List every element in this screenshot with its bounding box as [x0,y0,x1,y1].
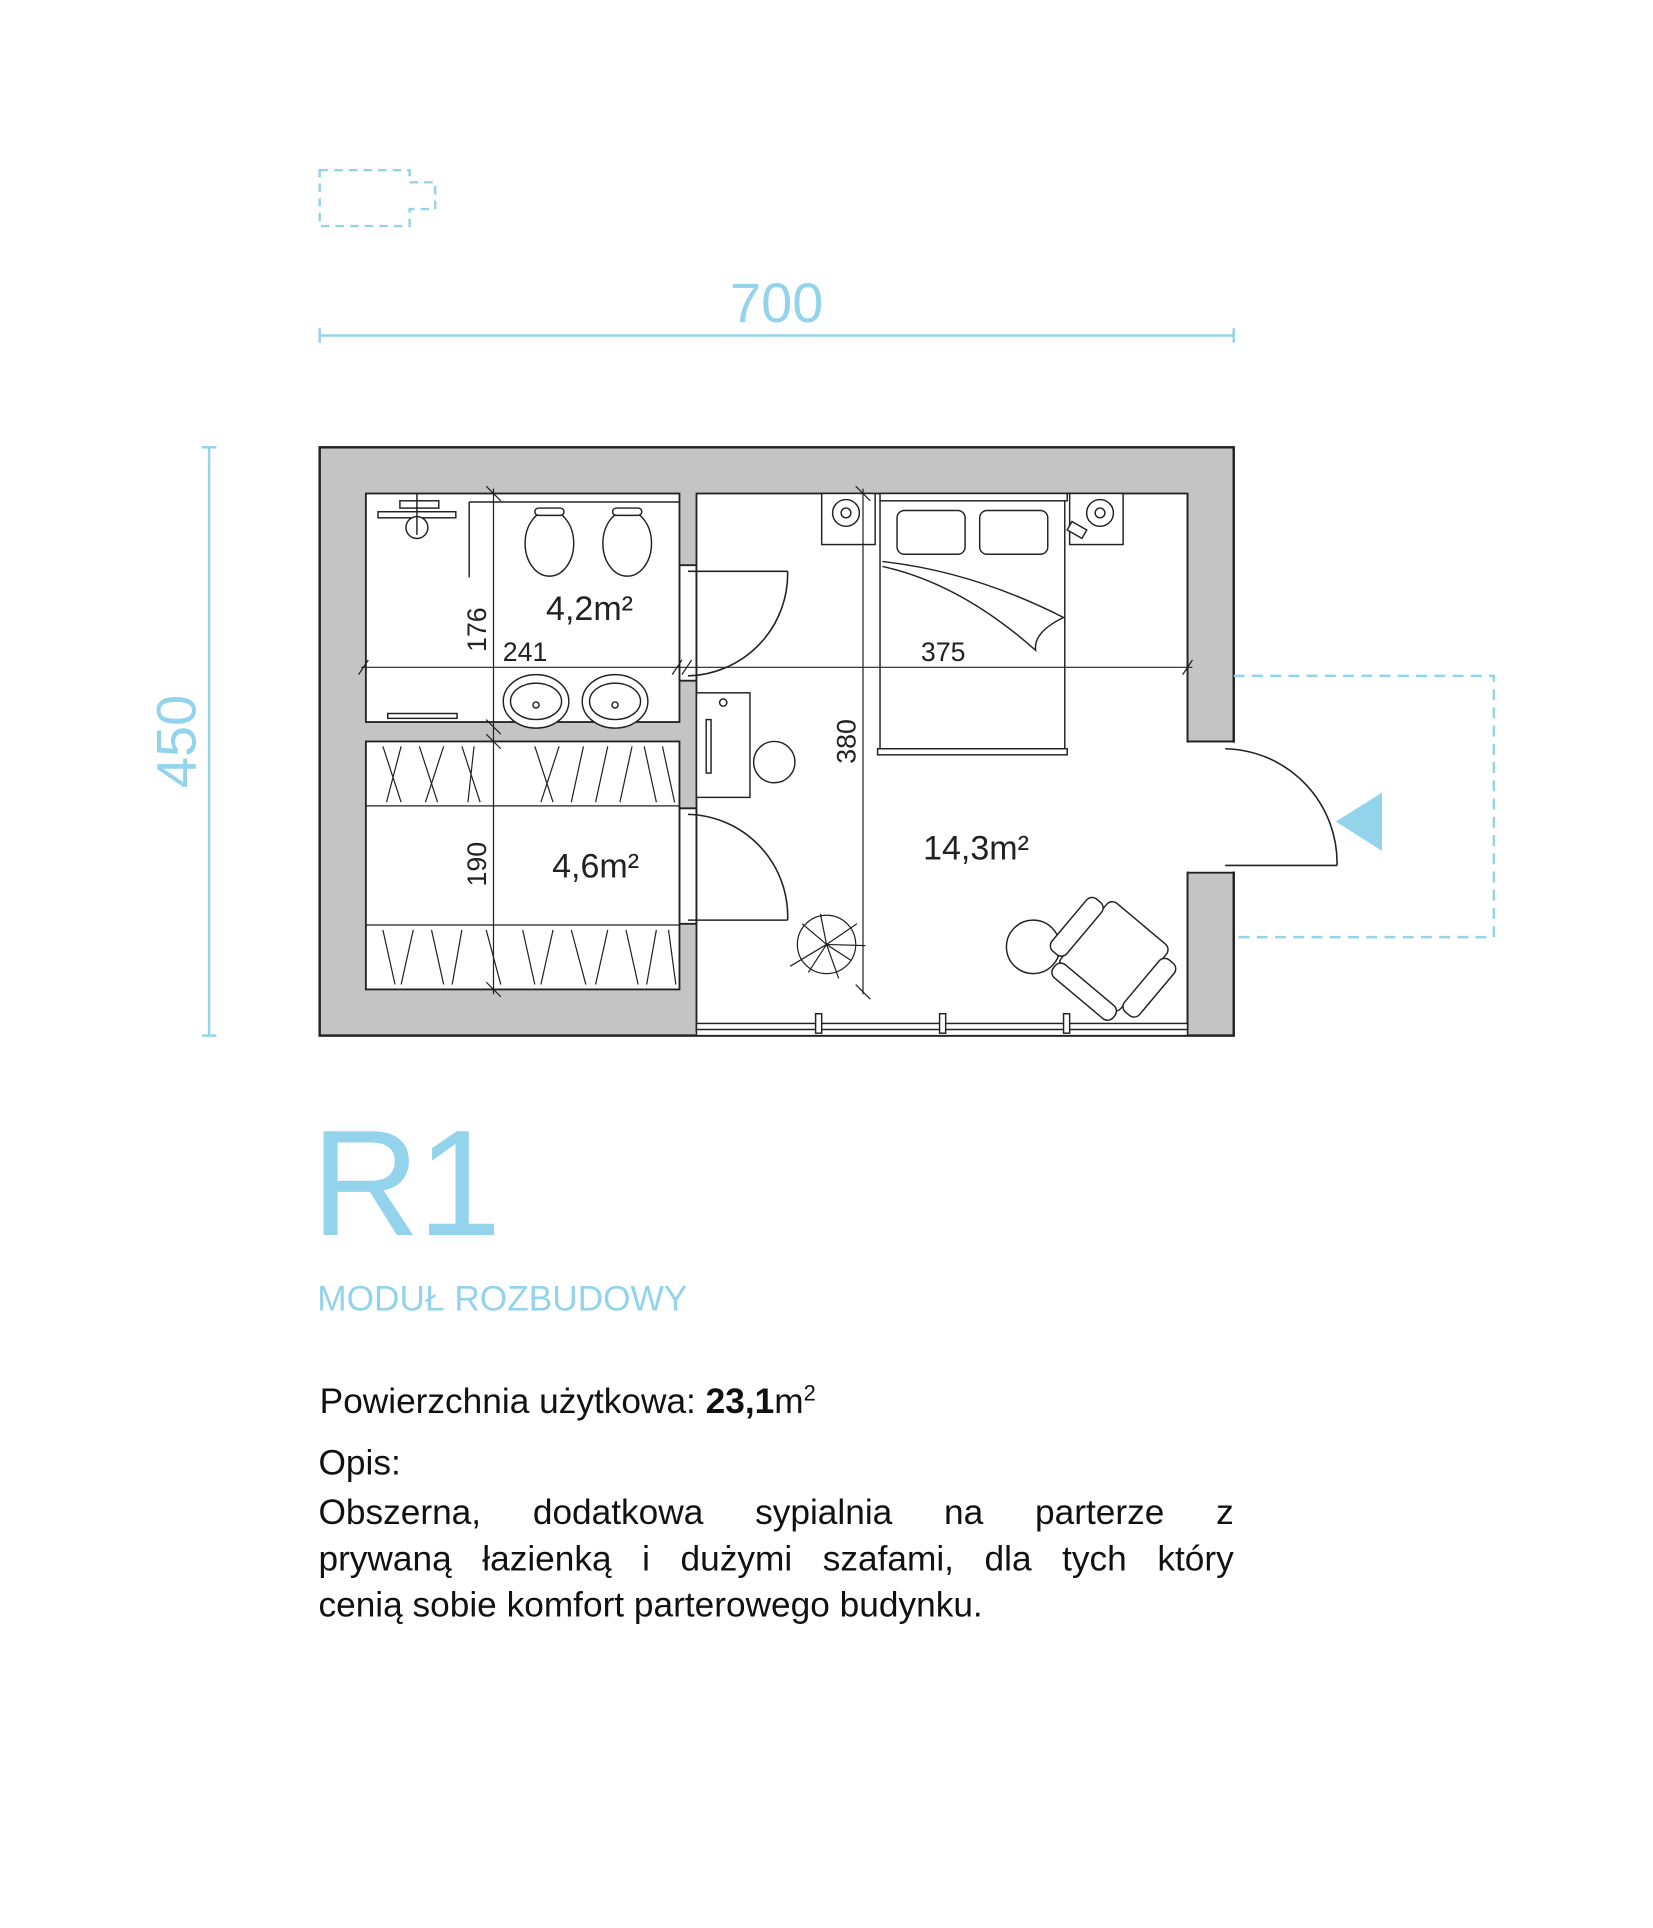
window [695,1012,1189,1037]
usable-area-unit: m [774,1382,804,1422]
closet [364,740,681,991]
description-line: prywaną łazienką i dużymi szafami, dla t… [318,1540,1234,1579]
bedroom-area-label: 14,3m² [923,829,1029,867]
closet-area-label: 4,6m² [552,848,639,886]
bathroom-area-label: 4,2m² [546,590,633,628]
dimension-190: 190 [462,842,492,887]
wardrobe-top [365,746,680,807]
description-label: Opis: [318,1444,401,1483]
bed [876,492,1068,756]
entrance-dashed-outline [1233,674,1496,939]
height-dimension-line [201,446,217,1037]
toilet [524,509,575,577]
plant [789,913,866,979]
bathroom-fixtures [377,493,680,729]
usable-area-label: Powierzchnia użytkowa: [319,1382,696,1422]
chair [752,740,796,784]
module-code: R1 [311,1100,501,1268]
width-dimension-label: 700 [730,271,823,334]
bathroom-door[interactable] [687,570,789,677]
entry-door-opening [1185,742,1237,872]
height-dimension-label: 450 [145,695,208,788]
entrance-arrow-icon [1335,792,1383,851]
usable-area-value: 23,1 [705,1382,775,1422]
dimension-176: 176 [462,607,492,652]
description-text: Obszerna, dodatkowa sypialnia na parterz… [318,1490,1233,1629]
desk [695,692,796,799]
usable-area: Powierzchnia użytkowa: 23,1m2 [320,1381,816,1423]
usable-area-exponent: 2 [803,1380,816,1406]
armchair-set [1005,896,1177,1021]
width-dimension-line [318,328,1235,343]
description-line: Obszerna, dodatkowa sypialnia na parterz… [318,1493,1234,1533]
entry-door[interactable] [1225,747,1338,867]
closet-door[interactable] [687,813,789,921]
nightstands [820,492,1124,546]
pillow [896,509,966,555]
inner-dimension-lines [358,485,1193,1000]
bidet [602,509,653,577]
module-name: MODUŁ ROZBUDOWY [317,1279,688,1319]
pillow [978,509,1049,555]
module-outline-icon [318,168,437,228]
description-line: cenią sobie komfort parterowego budynku. [318,1586,983,1626]
dimension-375: 375 [921,637,966,667]
dimension-380: 380 [832,719,862,764]
dimension-241: 241 [503,637,548,667]
